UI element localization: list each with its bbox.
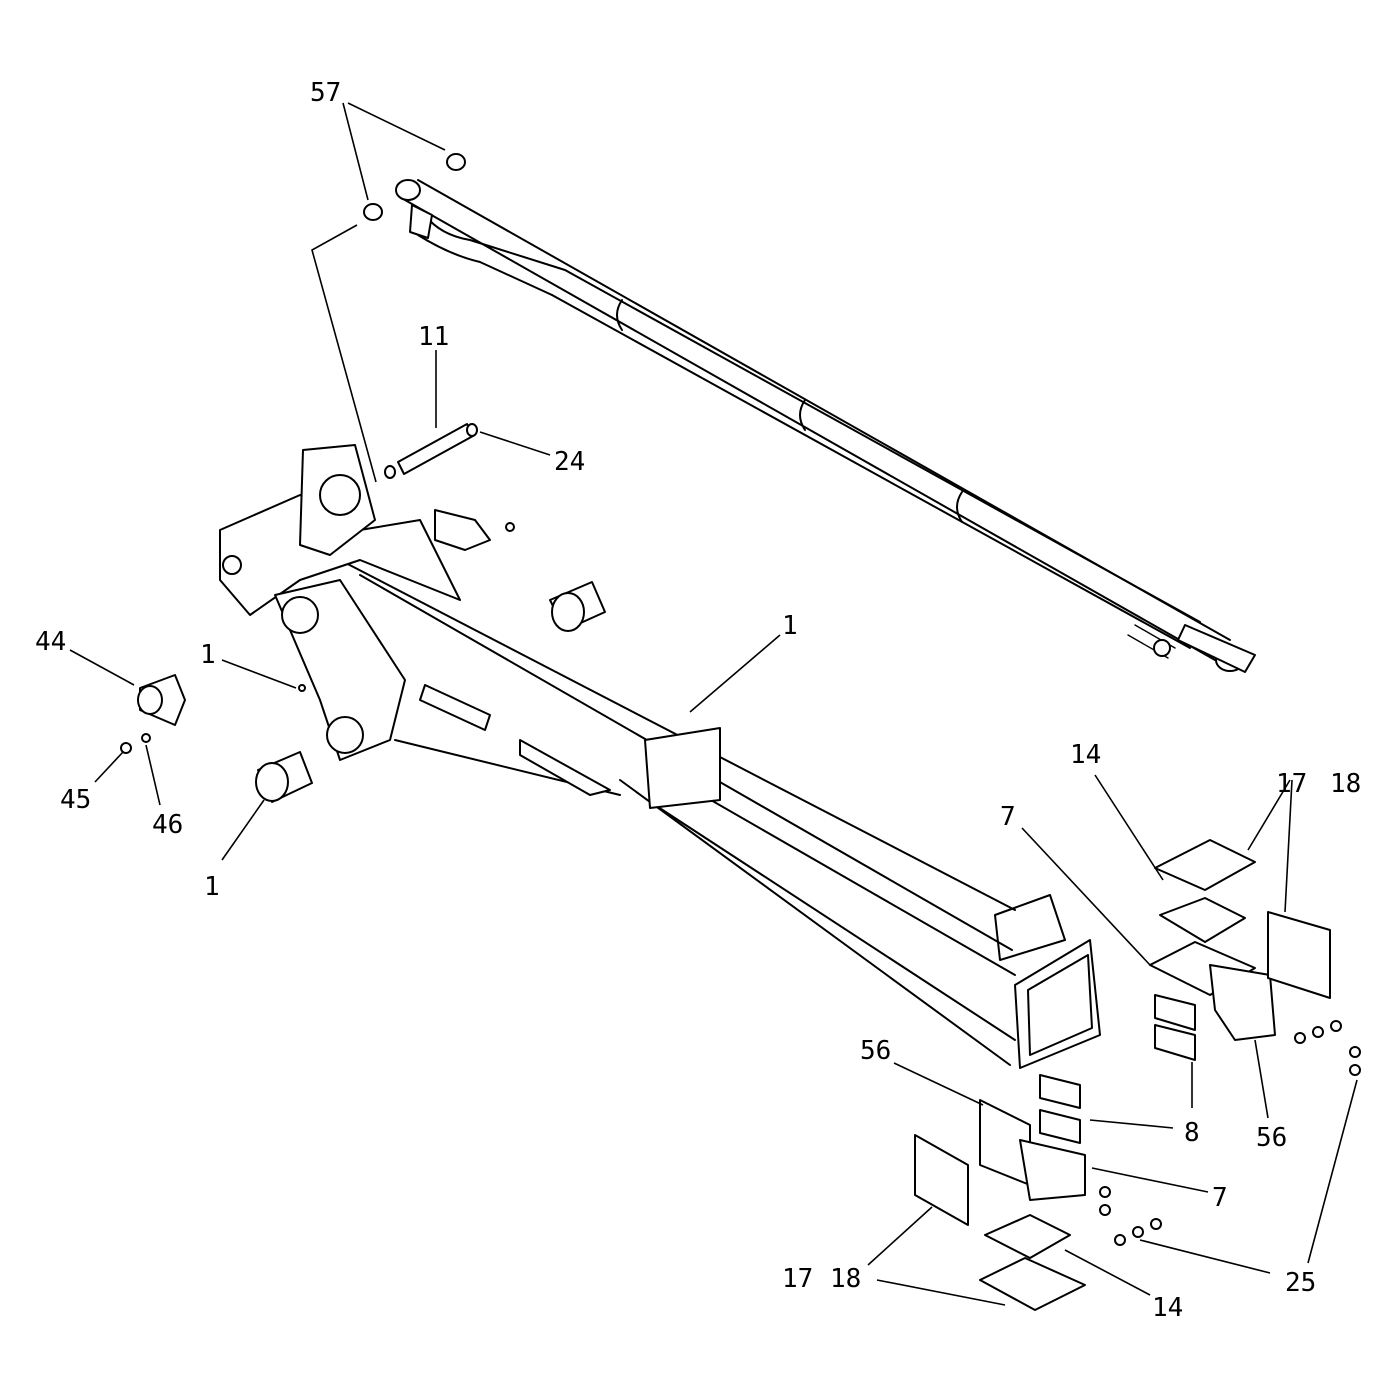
callout-46: 46 xyxy=(152,810,183,840)
callout-11: 11 xyxy=(418,322,449,352)
callout-17-upper: 17 xyxy=(1276,769,1307,799)
callout-25: 25 xyxy=(1285,1268,1316,1298)
callout-45: 45 xyxy=(60,785,91,815)
callout-18-upper: 18 xyxy=(1330,769,1361,799)
callout-17-lower: 17 xyxy=(782,1264,813,1294)
callout-1-bushing: 1 xyxy=(204,872,220,902)
callout-14-upper: 14 xyxy=(1070,740,1101,770)
callout-labels: 57 11 24 44 1 1 45 46 1 14 17 18 7 8 56 … xyxy=(35,78,1361,1323)
callout-56-right: 56 xyxy=(1256,1123,1287,1153)
callout-44: 44 xyxy=(35,627,66,657)
callout-7-lower: 7 xyxy=(1212,1183,1228,1213)
callout-24: 24 xyxy=(554,447,585,477)
loose-parts xyxy=(120,581,606,803)
wear-pads-lower xyxy=(914,1074,1162,1311)
leader-lines xyxy=(69,102,1358,1306)
callout-14-lower: 14 xyxy=(1152,1293,1183,1323)
callout-57: 57 xyxy=(310,78,341,108)
callout-18-lower: 18 xyxy=(830,1264,861,1294)
wear-pads-upper xyxy=(1149,839,1361,1076)
callout-7-upper: 7 xyxy=(1000,802,1016,832)
pin-bushings xyxy=(363,153,478,479)
callout-1-boom: 1 xyxy=(782,611,798,641)
main-boom xyxy=(219,444,1101,1069)
hydraulic-cylinder xyxy=(395,179,1256,673)
callout-56-lower: 56 xyxy=(860,1036,891,1066)
callout-8: 8 xyxy=(1184,1118,1200,1148)
callout-1-left: 1 xyxy=(200,640,216,670)
